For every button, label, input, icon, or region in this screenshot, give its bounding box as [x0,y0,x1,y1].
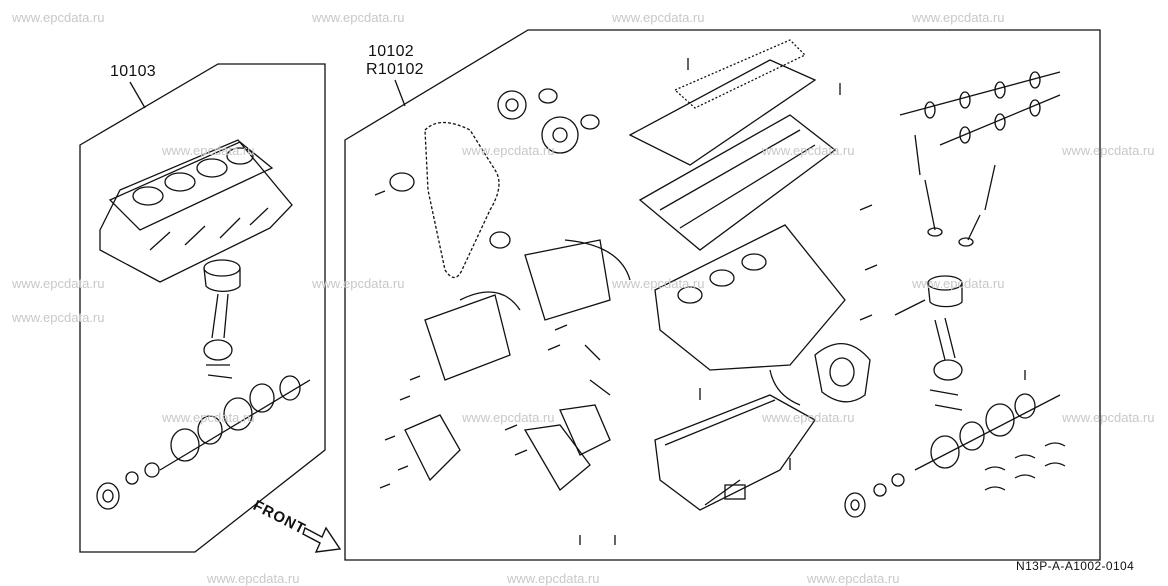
long-block-frame [344,29,1101,561]
watermark: www.epcdata.ru [207,571,300,586]
watermark: www.epcdata.ru [12,310,105,325]
watermark: www.epcdata.ru [912,10,1005,25]
water-pump-and-oil-pump [404,344,611,491]
cam-sprockets [497,88,600,154]
watermark: www.epcdata.ru [1062,410,1155,425]
watermark: www.epcdata.ru [312,276,405,291]
timing-covers [424,239,631,381]
bolts-and-fasteners [374,58,1026,545]
long-block-part-number: 10102 [368,43,414,60]
crank-pulley-parts-long [844,473,905,518]
watermark: www.epcdata.ru [162,410,255,425]
connecting-rod-long [929,317,963,411]
valves-and-springs [914,134,996,247]
watermark: www.epcdata.ru [462,410,555,425]
oil-pan [654,394,816,511]
watermark: www.epcdata.ru [612,10,705,25]
crankshaft-short [159,375,311,471]
short-block-frame [79,63,326,553]
cylinder-block-short [99,139,293,283]
piston-long [894,275,963,316]
watermark: www.epcdata.ru [162,143,255,158]
rear-oil-seal-retainer [769,342,871,406]
watermark: www.epcdata.ru [462,143,555,158]
belt-tensioner [389,172,511,249]
watermark: www.epcdata.ru [807,571,900,586]
short-block-part-number: 10103 [110,63,156,80]
watermark: www.epcdata.ru [612,276,705,291]
crankshaft-long [914,393,1061,471]
piston-short [203,259,241,292]
camshafts [899,71,1061,146]
short-block-leader [129,81,146,109]
connecting-rod-short [203,293,233,379]
watermark: www.epcdata.ru [1062,143,1155,158]
bearing-shells [984,442,1066,491]
watermark: www.epcdata.ru [12,276,105,291]
watermark: www.epcdata.ru [762,143,855,158]
watermark: www.epcdata.ru [507,571,600,586]
watermark: www.epcdata.ru [762,410,855,425]
watermark: www.epcdata.ru [912,276,1005,291]
watermark: www.epcdata.ru [312,10,405,25]
rocker-cover [628,39,817,166]
rear-seal-parts-short [96,462,160,510]
cylinder-block-long [654,224,846,371]
long-block-leader [394,79,406,107]
cylinder-head [638,114,837,251]
front-arrow [302,526,342,553]
diagram-code: N13P-A-A1002-0104 [1016,559,1135,573]
long-block-r-part-number: R10102 [366,61,424,78]
watermark: www.epcdata.ru [12,10,105,25]
